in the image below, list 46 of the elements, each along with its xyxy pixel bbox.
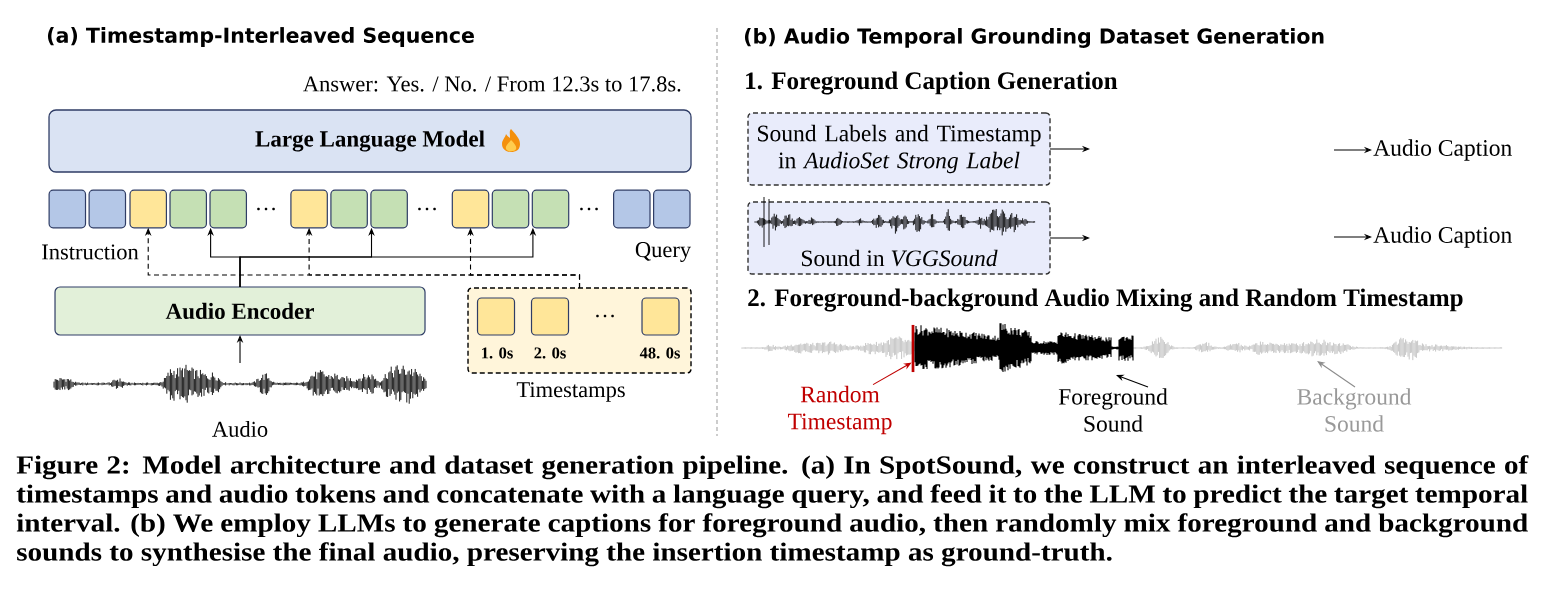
timestamp-token (476, 297, 516, 336)
ellipsis: … (580, 207, 598, 211)
time-label: 48. 0s (639, 347, 680, 359)
token-box (169, 189, 207, 229)
token-label: Query (635, 242, 692, 262)
leader-label: Random Timestamp (788, 385, 892, 435)
timestamp-token (641, 297, 680, 336)
step-heading: 1. Foreground Caption Generation (746, 71, 1118, 95)
token-label: Instruction (42, 244, 139, 260)
source-box: Sound Labels and Timestamp in AudioSet Strong Label (747, 112, 1051, 186)
panel-title: (b) Audio Temporal Grounding Dataset Generation (744, 28, 1324, 48)
output-label: Audio Caption (1373, 226, 1512, 248)
ellipsis: … (596, 314, 614, 318)
timestamp-token (530, 297, 570, 336)
time-label: 1. 0s (482, 347, 513, 359)
token-box (491, 189, 530, 229)
token-box (330, 189, 368, 229)
token-box (290, 189, 328, 229)
waveform-label: Audio (212, 421, 268, 437)
source-box: Sound in VGGSound (747, 201, 1051, 275)
token-box (613, 189, 651, 229)
ellipsis: … (257, 207, 275, 211)
model-box: Large Language Model (48, 109, 692, 173)
time-label: 2. 0s (534, 347, 566, 359)
node-label: Timestamps (516, 382, 625, 402)
encoder-box: Audio Encoder (54, 286, 426, 336)
token-box (370, 189, 408, 229)
figure-caption: Figure 2: Model architecture and dataset generation pipeline. (a) In SpotSound, we construct an interleaved sequence of timestamps and audio tokens and concatenate with a language query, and feed it to the LLM to predict the target temporal interval. (b) We employ LLMs to generate captions for foreground audio, then randomly mix foreground and background sounds to synthesise the final audio, preserving the insertion timestamp as ground-truth. (16, 455, 1529, 567)
leader-arrow (1317, 361, 1356, 388)
token-box (531, 189, 570, 229)
answer-text: Answer: Yes. / No. / From 12.3s to 17.8s. (303, 76, 681, 92)
token-box (653, 189, 691, 229)
token-box (451, 189, 490, 229)
token-box (129, 189, 167, 229)
token-box (209, 189, 247, 229)
token-box (88, 189, 127, 229)
panel-title: (a) Timestamp-Interleaved Sequence (47, 27, 474, 47)
leader-label: Foreground Sound (1058, 388, 1168, 432)
step-heading: 2. Foreground-background Audio Mixing and Random Timestamp (748, 288, 1463, 312)
leader-arrow (1116, 374, 1149, 388)
output-label: Audio Caption (1373, 139, 1512, 161)
leader-label: Background Sound (1297, 388, 1412, 432)
token-box (48, 189, 87, 229)
ellipsis: … (418, 207, 436, 211)
audio-waveform (53, 364, 427, 405)
foreground-waveform (914, 322, 1134, 373)
